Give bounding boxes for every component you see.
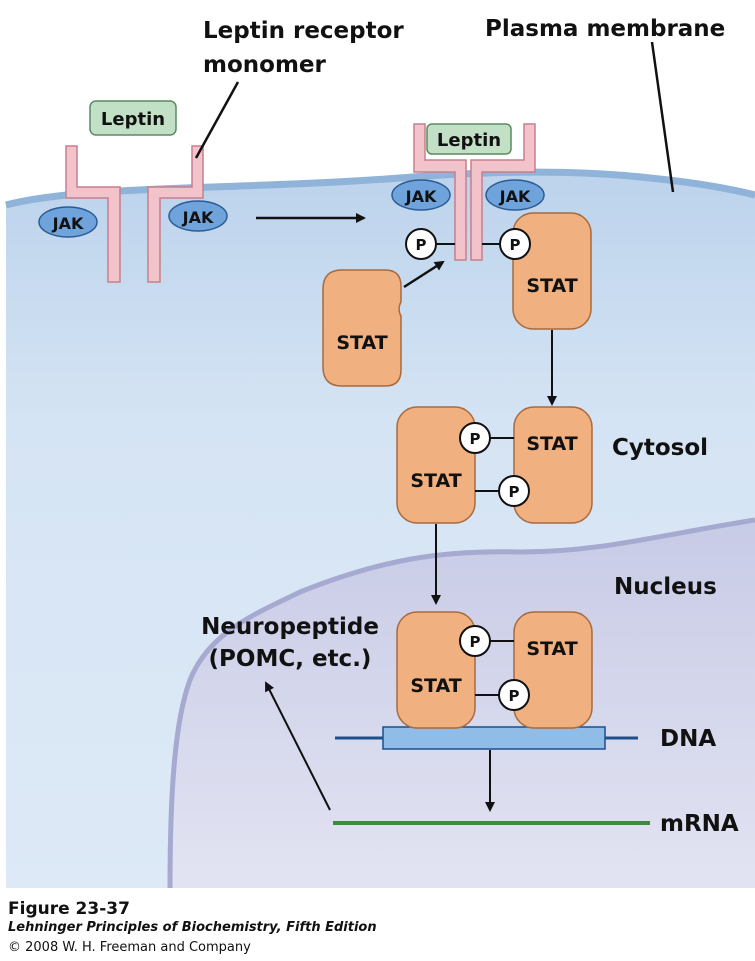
leptin-label-bound: Leptin	[437, 130, 501, 151]
phosphate-cyto-2-label: P	[509, 483, 520, 501]
stat-free	[322, 269, 402, 387]
leptin-box-bound	[426, 123, 512, 155]
phosphate-receptor-right	[499, 228, 531, 260]
receptor-pointer-line	[194, 81, 240, 159]
phosphate-nuc-1	[459, 625, 491, 657]
stat-dimer-nucleus	[396, 611, 593, 729]
label-mrna: mRNA	[660, 811, 739, 837]
phosphate-receptor-right-label: P	[510, 236, 521, 254]
phosphate-receptor-left-label: P	[416, 236, 427, 254]
phosphate-nuc-2	[498, 679, 530, 711]
label-neuropeptide-line2: (POMC, etc.)	[209, 646, 372, 672]
leptin-label-free: Leptin	[101, 109, 165, 130]
leptin-receptor-monomer-left	[65, 145, 121, 283]
jak-right-1-label: JAK	[405, 187, 437, 206]
phosphate-nuc-1-label: P	[470, 633, 481, 651]
dna-promoter-box	[382, 726, 606, 750]
arrow-translation	[265, 681, 331, 811]
phosphate-cyto-1	[459, 422, 491, 454]
leptin-box-free	[89, 100, 177, 136]
label-cytosol: Cytosol	[612, 435, 708, 461]
figure-number: Figure 23-37	[8, 899, 130, 919]
label-dna: DNA	[660, 726, 716, 752]
stat-dimer-nucleus-left-label: STAT	[410, 675, 461, 697]
membrane-pointer-line	[650, 41, 675, 193]
label-receptor-line1: Leptin receptor	[203, 18, 404, 44]
jak-right-2	[485, 179, 545, 211]
label-nucleus: Nucleus	[614, 574, 717, 600]
stat-dimer-nucleus-right-label: STAT	[526, 638, 577, 660]
phosphate-receptor-left	[405, 228, 437, 260]
leptin-receptor-monomer-right	[147, 145, 204, 283]
label-plasma-membrane: Plasma membrane	[485, 16, 725, 42]
phosphate-nuc-2-label: P	[509, 687, 520, 705]
stat-dimer-cytosol-right-label: STAT	[526, 433, 577, 455]
leptin-receptor-dimer	[413, 123, 536, 261]
stat-dimer-cytosol-left-label: STAT	[410, 470, 461, 492]
jak-left-2	[168, 200, 228, 232]
stat-bound-receptor	[512, 212, 592, 330]
stat-free-label: STAT	[336, 332, 387, 354]
figure-book-title: Lehninger Principles of Biochemistry, Fi…	[8, 920, 377, 935]
label-receptor-line2: monomer	[203, 52, 327, 78]
jak-right-1	[391, 179, 451, 211]
jak-right-2-label: JAK	[499, 187, 531, 206]
label-neuropeptide-line1: Neuropeptide	[201, 614, 379, 640]
stat-bound-receptor-label: STAT	[526, 275, 577, 297]
arrow-stat-docking	[403, 260, 445, 289]
phosphate-cyto-1-label: P	[470, 430, 481, 448]
stat-dimer-cytosol	[396, 406, 593, 524]
jak-left-1	[38, 206, 98, 238]
figure-copyright: © 2008 W. H. Freeman and Company	[8, 940, 251, 955]
jak-left-1-label: JAK	[52, 214, 84, 233]
jak-left-2-label: JAK	[182, 208, 214, 227]
phosphate-cyto-2	[498, 475, 530, 507]
nuclear-envelope	[167, 517, 755, 889]
